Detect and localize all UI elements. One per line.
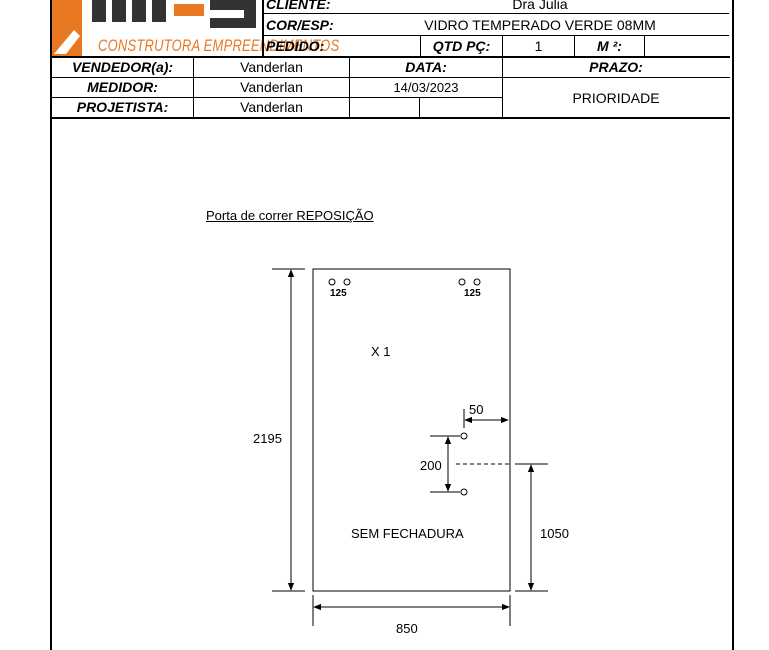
sheet-frame [50,0,734,650]
medidor-label: MEDIDOR: [87,79,158,95]
hole-icon [343,278,351,286]
cliente-label: CLIENTE: [266,0,331,12]
height-label: 2195 [253,431,282,446]
quantity-label: X 1 [371,344,391,359]
qtd-label: QTD PÇ: [432,38,491,54]
handle-height-label: 1050 [540,526,569,541]
drawing-title: Porta de correr REPOSIÇÃO [206,208,374,223]
data-value: 14/03/2023 [393,79,459,95]
hole-icon [458,278,466,286]
no-lock-label: SEM FECHADURA [351,526,464,541]
prioridade-label: PRIORIDADE [572,89,660,106]
cor-label: COR/ESP: [266,16,334,33]
logo-graphic [52,0,256,56]
data-label: DATA: [405,59,447,75]
pedido-label: PEDIDO: [266,38,325,54]
edge-offset-label: 50 [469,402,484,417]
hole-spacing-label: 200 [420,458,442,473]
width-label: 850 [396,621,418,636]
hole-left-label: 125 [330,288,347,299]
hole-right-label: 125 [464,288,481,299]
glass-panel [312,268,511,592]
prazo-label: PRAZO: [589,59,643,75]
cor-value: VIDRO TEMPERADO VERDE 08MM [424,16,656,33]
hole-icon [473,278,481,286]
m2-label: M ²: [597,38,622,54]
company-logo: CONSTRUTORA EMPREENDIMENTOS [52,0,339,56]
hole-icon [328,278,336,286]
hole-icon [460,488,468,496]
logo-caption: CONSTRUTORA EMPREENDIMENTOS [98,36,340,55]
hole-icon [460,432,468,440]
medidor-value: Vanderlan [240,79,303,95]
projetista-label: PROJETISTA: [76,99,169,115]
projetista-value: Vanderlan [240,99,303,115]
vendedor-label: VENDEDOR(a): [71,59,174,75]
qtd-value: 1 [534,38,543,54]
cliente-value: Dra Julia [512,0,568,12]
vendedor-value: Vanderlan [240,59,303,75]
